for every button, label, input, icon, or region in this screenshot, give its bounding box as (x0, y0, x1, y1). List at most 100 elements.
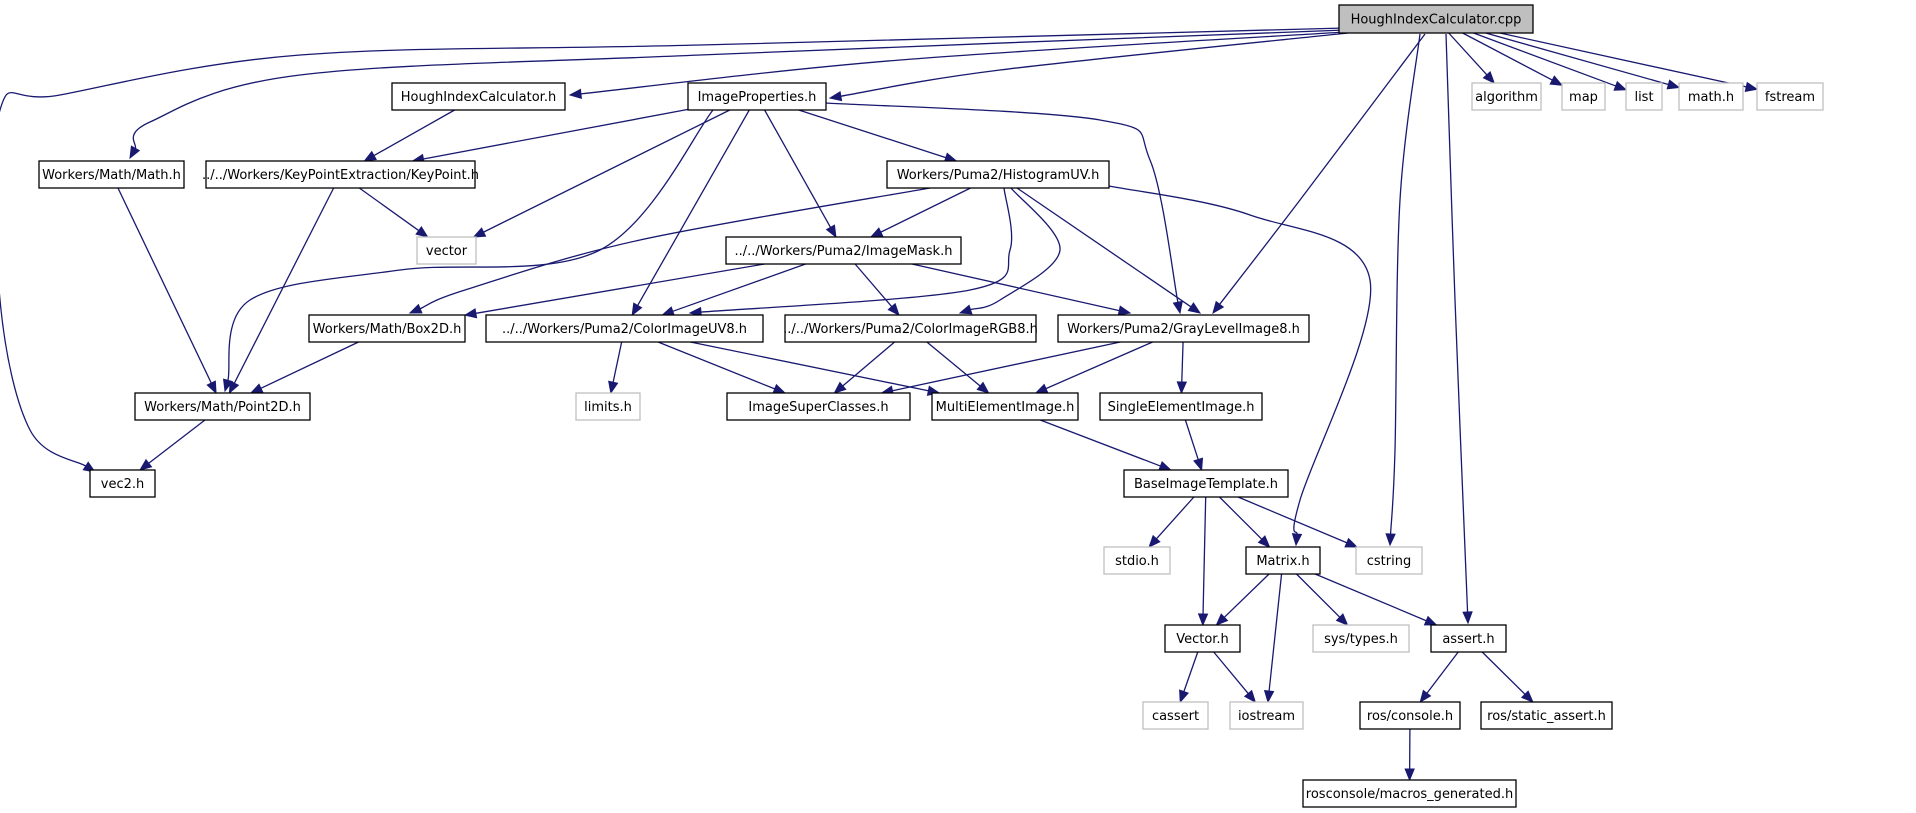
node-crgb8[interactable]: ../../Workers/Puma2/ColorImageRGB8.h (783, 314, 1038, 343)
node-label: ros/static_assert.h (1487, 709, 1606, 724)
edge-root-to-assert (1445, 33, 1473, 625)
arrowhead-icon (1034, 383, 1049, 394)
arrowhead-icon (463, 308, 478, 319)
nodes-layer: HoughIndexCalculator.cppHoughIndexCalcul… (38, 4, 1824, 808)
edge-line (690, 341, 929, 392)
node-label: HoughIndexCalculator.cpp (1351, 13, 1522, 28)
node-box (1302, 779, 1517, 808)
node-vec2[interactable]: vec2.h (89, 469, 156, 498)
node-rosstatic[interactable]: ros/static_assert.h (1480, 701, 1613, 730)
node-multielem[interactable]: MultiElementImage.h (931, 392, 1079, 421)
node-list: list (1625, 82, 1663, 111)
edge-line (672, 263, 806, 312)
edge-line (842, 341, 895, 387)
node-label: ../../Workers/Puma2/ImageMask.h (735, 244, 953, 259)
node-imgprops[interactable]: ImageProperties.h (687, 82, 827, 111)
edge-line (132, 29, 1346, 149)
node-box (687, 82, 827, 111)
node-iostream: iostream (1229, 701, 1304, 730)
node-vectorh[interactable]: Vector.h (1164, 624, 1241, 653)
edge-line (1219, 33, 1426, 305)
arrowhead-icon (825, 224, 837, 239)
edge-line (475, 263, 765, 314)
node-label: rosconsole/macros_generated.h (1306, 787, 1513, 802)
node-box (1103, 546, 1171, 575)
edge-cuv8-to-superclasses (657, 341, 787, 394)
node-histuv[interactable]: Workers/Puma2/HistogramUV.h (886, 160, 1110, 189)
edge-line (1268, 573, 1283, 692)
edge-line (1499, 32, 1747, 88)
node-box (726, 392, 911, 421)
node-matrix[interactable]: Matrix.h (1245, 546, 1321, 575)
node-assert[interactable]: assert.h (1430, 624, 1507, 653)
edge-cuv8-to-limits (608, 341, 623, 395)
edge-singleelem-to-basetmpl (1184, 419, 1204, 472)
node-label: map (1569, 90, 1598, 105)
node-label: BaseImageTemplate.h (1134, 477, 1278, 492)
node-box (1430, 624, 1507, 653)
node-box (1625, 82, 1663, 111)
edge-box2d-to-point2d (249, 341, 359, 394)
arrowhead-icon (1257, 535, 1271, 548)
edge-line (1481, 651, 1526, 695)
edge-matrix-to-vectorh (1215, 573, 1270, 626)
node-macrosgen[interactable]: rosconsole/macros_generated.h (1302, 779, 1517, 808)
node-box (308, 314, 466, 343)
edge-line (1473, 32, 1616, 87)
edge-line (892, 341, 1121, 392)
node-label: iostream (1238, 709, 1295, 724)
edge-gray8-to-superclasses (880, 341, 1121, 396)
arrowhead-icon (129, 145, 141, 160)
edge-line (1462, 32, 1553, 81)
edge-line (423, 108, 689, 160)
node-imagemask[interactable]: ../../Workers/Puma2/ImageMask.h (725, 236, 962, 265)
edge-line (1108, 185, 1372, 535)
node-box (1312, 624, 1410, 653)
node-superclasses[interactable]: ImageSuperClasses.h (726, 392, 911, 421)
node-label: algorithm (1475, 90, 1538, 105)
node-label: ../../Workers/Puma2/ColorImageUV8.h (502, 322, 747, 337)
node-label: ../../Workers/Puma2/ColorImageRGB8.h (783, 322, 1038, 337)
edge-line (1237, 496, 1348, 544)
arrowhead-icon (249, 383, 264, 394)
edge-line (840, 32, 1349, 97)
node-mathmath[interactable]: Workers/Math/Math.h (38, 160, 185, 189)
arrowhead-icon (1549, 75, 1564, 86)
node-limits: limits.h (575, 392, 641, 421)
node-point2d[interactable]: Workers/Math/Point2D.h (134, 392, 311, 421)
node-hic_h[interactable]: HoughIndexCalculator.h (391, 82, 566, 111)
node-box2d[interactable]: Workers/Math/Box2D.h (308, 314, 466, 343)
node-cassert: cassert (1142, 701, 1209, 730)
node-rosconsole[interactable]: ros/console.h (1359, 701, 1461, 730)
node-label: cassert (1152, 709, 1199, 724)
edge-line (764, 109, 832, 228)
edge-line (700, 187, 1013, 313)
arrowhead-icon (828, 90, 843, 102)
node-label: vector (426, 244, 468, 259)
edge-gray8-to-singleelem (1176, 341, 1188, 395)
node-box (89, 469, 156, 498)
edge-line (227, 109, 714, 381)
arrowhead-icon (887, 302, 900, 317)
edge-line (1448, 32, 1488, 76)
node-label: stdio.h (1115, 554, 1159, 569)
edge-root-to-fstream (1499, 32, 1759, 92)
arrowhead-icon (1117, 305, 1132, 316)
node-gray8[interactable]: Workers/Puma2/GrayLevelImage8.h (1057, 314, 1310, 343)
node-singleelem[interactable]: SingleElementImage.h (1099, 392, 1263, 421)
edge-line (1389, 33, 1421, 535)
edge-line (148, 419, 206, 464)
edge-crgb8-to-multielem (926, 341, 990, 394)
node-keypoint[interactable]: ../../Workers/KeyPointExtraction/KeyPoin… (202, 160, 479, 189)
edge-line (0, 27, 1346, 467)
node-label: ../../Workers/KeyPointExtraction/KeyPoin… (202, 168, 479, 183)
arrowhead-icon (833, 381, 847, 394)
edge-imgprops-to-keypoint (411, 108, 689, 165)
node-basetmpl[interactable]: BaseImageTemplate.h (1123, 469, 1289, 498)
arrowhead-icon (1462, 611, 1473, 625)
arrowhead-icon (958, 304, 973, 315)
node-box (931, 392, 1079, 421)
node-box (725, 236, 962, 265)
node-box (1229, 701, 1304, 730)
node-cuv8[interactable]: ../../Workers/Puma2/ColorImageUV8.h (485, 314, 764, 343)
